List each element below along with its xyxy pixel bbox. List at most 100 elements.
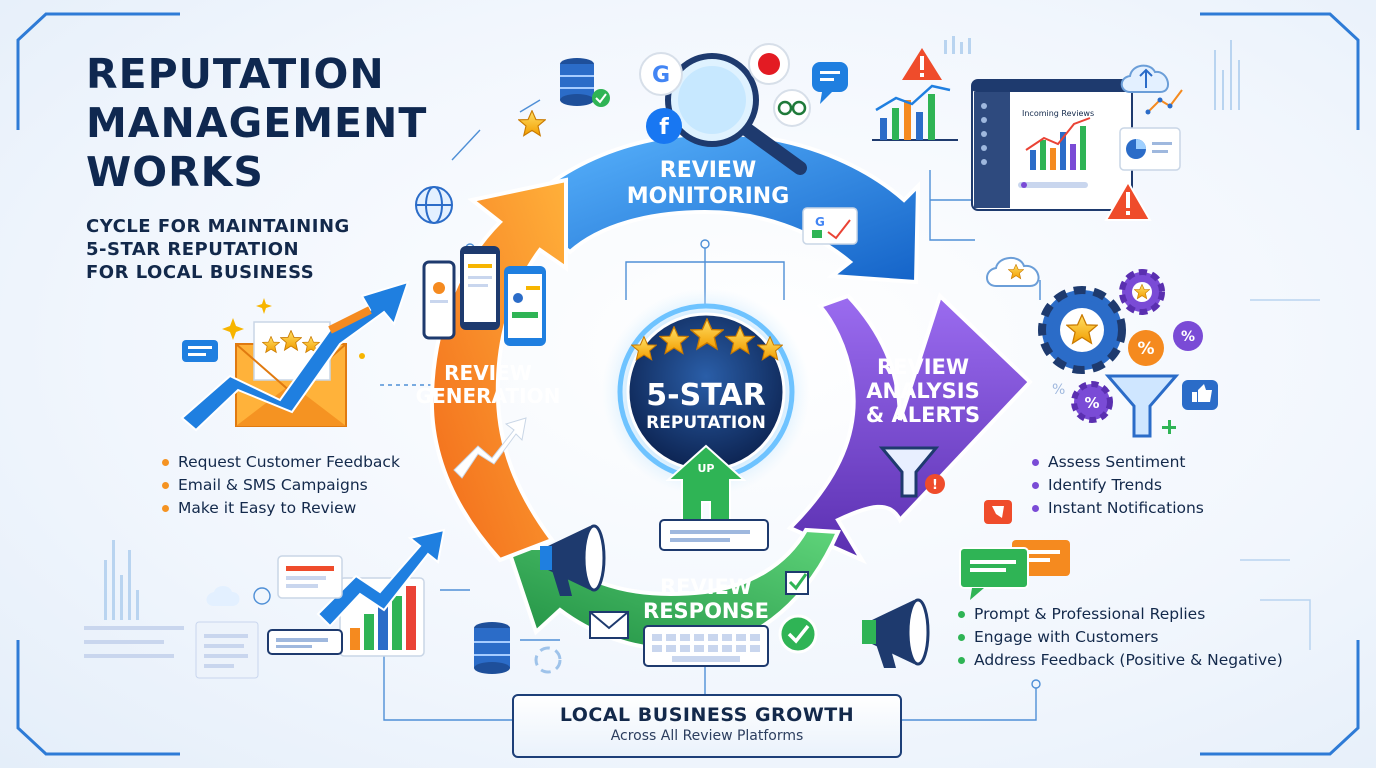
title-line-1: REPUTATION [86,50,385,98]
keyboard-icon [643,625,769,667]
center-subtitle: REPUTATION [646,413,766,433]
svg-text:%: % [1084,394,1099,412]
tripadvisor-icon [773,89,811,127]
response-label-2: RESPONSE [643,599,769,623]
magnifier-icon [665,53,807,175]
frame-accent [1240,299,1320,650]
percent-badge: % [1128,330,1164,366]
chat-icon [659,519,769,551]
phone-icon [460,246,500,330]
pie-card [1119,127,1181,171]
analysis-bullet-list: Assess Sentiment Identify Trends Instant… [1030,451,1204,520]
bar-chart-icon [339,577,425,657]
svg-text:G: G [652,63,670,88]
banner-subtitle: Across All Review Platforms [610,728,804,744]
database-icon [474,622,510,674]
percent-badge: % [1173,321,1203,351]
response-bullet-list: Prompt & Professional Replies Engage wit… [956,603,1283,672]
reviews-dashboard: Incoming Reviews [971,79,1133,211]
chat-icon [182,340,218,362]
list-item: Request Customer Feedback [160,451,400,474]
monitoring-label-1: REVIEW [660,158,756,183]
list-item: Engage with Customers [956,626,1283,649]
svg-text:f: f [659,115,669,140]
thumbs-down-icon [984,500,1012,524]
title-line-3: WORKS [86,148,264,196]
banner-title: LOCAL BUSINESS GROWTH [559,704,855,726]
sparkle-decoration [222,298,365,359]
warning-icon [902,48,942,80]
envelope-icon [235,321,347,427]
generation-label-2: GENERATION [416,384,561,408]
globe-icon [415,186,453,224]
yelp-icon [748,43,790,85]
percent-decoration: % [1052,382,1065,398]
growth-arrow [328,306,372,334]
generation-label-1: REVIEW [444,361,532,385]
check-icon [785,571,809,595]
megaphone-icon [540,524,606,596]
cloud-icon [206,586,240,606]
center-title: 5-STAR [646,378,765,413]
growth-arrow [316,528,446,628]
google-icon: G [639,52,683,96]
phone-icon [504,266,546,346]
list-item: Email & SMS Campaigns [160,474,400,497]
plus-icon [1162,420,1176,434]
analysis-label-3: & ALERTS [866,403,980,427]
subtitle-line-3: FOR LOCAL BUSINESS [86,262,315,283]
envelope-icon [589,611,629,639]
svg-text:%: % [1137,339,1154,359]
title-line-2: MANAGEMENT [86,99,428,147]
phone-icon [422,260,456,340]
analysis-label-1: REVIEW [877,355,969,379]
cloud-icon [1120,64,1169,93]
svg-text:!: ! [932,478,938,493]
growth-arrow [180,280,410,432]
check-icon [778,614,818,654]
list-item: Identify Trends [1030,474,1204,497]
warning-icon [1104,180,1152,221]
page-subtitle: CYCLE FOR MAINTAINING 5-STAR REPUTATION … [86,215,350,284]
svg-text:%: % [1181,329,1195,345]
subtitle-line-1: CYCLE FOR MAINTAINING [86,216,350,237]
growth-banner: LOCAL BUSINESS GROWTH Across All Review … [512,694,902,758]
gear-icon: % [1071,381,1113,423]
data-bars-decoration [104,36,1240,620]
funnel-icon [1104,374,1180,438]
gear-icon [1119,269,1165,315]
analysis-label-2: ANALYSIS [866,379,979,403]
megaphone-icon [862,598,930,668]
svg-text:G: G [815,215,825,229]
chat-icon [267,629,343,655]
chat-icon [959,547,1029,600]
list-item: Instant Notifications [1030,497,1204,520]
generation-bullet-list: Request Customer Feedback Email & SMS Ca… [160,451,400,520]
facebook-icon: f [646,108,682,144]
chat-icon [277,555,343,599]
gear-icon [1038,286,1126,374]
list-item: Make it Easy to Review [160,497,400,520]
thumbs-up-icon [1182,380,1218,410]
stage-labels: REVIEW MONITORING REVIEW ANALYSIS & ALER… [416,158,980,623]
response-label-1: REVIEW [660,575,752,599]
trend-chart-icon [872,84,958,141]
growth-arrow [453,417,527,479]
monitoring-label-2: MONITORING [627,184,790,209]
frame-decoration [16,12,1360,756]
database-icon [560,58,610,107]
up-label: UP [698,462,715,475]
list-item: Address Feedback (Positive & Negative) [956,649,1283,672]
center-badge: 5-STAR REPUTATION UP [602,288,810,521]
dashboard-title: Incoming Reviews [1022,109,1094,118]
chat-icon [812,62,848,104]
google-review-badge: G [802,207,858,245]
subtitle-line-2: 5-STAR REPUTATION [86,239,300,260]
page-title: REPUTATION MANAGEMENT WORKS [86,50,427,197]
mini-trend-icon [1145,89,1183,115]
list-item: Prompt & Professional Replies [956,603,1283,626]
funnel-icon: ! [878,446,945,498]
list-item: Assess Sentiment [1030,451,1204,474]
list-card-decoration [84,621,259,679]
